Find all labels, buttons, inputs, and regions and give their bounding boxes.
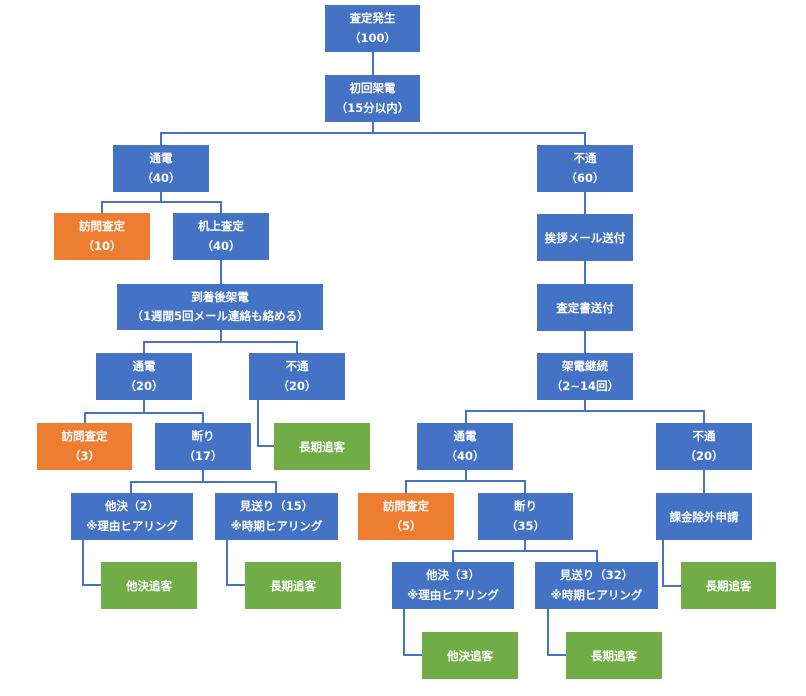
- node-visit-appraisal: 訪問査定 （10）: [54, 213, 150, 260]
- node-declined-r: 断り （35）: [478, 493, 573, 540]
- node-title: 長期追客: [705, 578, 752, 593]
- node-connected-r: 通電 （40）: [417, 423, 513, 470]
- connector: [257, 400, 274, 447]
- node-connected: 通電 （40）: [113, 145, 209, 192]
- connector: [465, 410, 705, 423]
- connector: [130, 481, 277, 493]
- node-title: 査定書送付: [556, 300, 614, 315]
- node-first-call: 初回架電 （15分以内）: [325, 75, 420, 122]
- connector: [82, 540, 101, 586]
- node-competitor: 他決（2） ※理由ヒアリング: [71, 493, 193, 540]
- node-title: 不通: [285, 359, 309, 373]
- node-not-connected: 不通 （60）: [537, 145, 633, 192]
- connector: [547, 609, 566, 656]
- node-count: （17）: [183, 449, 223, 463]
- node-title: 訪問査定: [61, 429, 108, 443]
- node-note: （1週間5回メール連絡も絡める）: [131, 309, 309, 324]
- node-visit-appraisal-r: 訪問査定 （5）: [358, 493, 454, 540]
- connector: [160, 132, 586, 145]
- node-postponed-followup: 長期追客: [245, 562, 341, 609]
- node-long-term-followup-r: 長期追客: [681, 562, 776, 609]
- node-title: 長期追客: [299, 439, 345, 454]
- node-title: 訪問査定: [79, 219, 125, 233]
- node-count: （20）: [124, 379, 164, 393]
- node-title: 初回架電: [349, 81, 396, 95]
- node-title: 訪問査定: [383, 499, 429, 513]
- node-title: 通電: [132, 359, 156, 373]
- node-title: 不通: [573, 151, 597, 165]
- node-desk-appraisal: 机上査定 （40）: [173, 213, 269, 260]
- node-count: （40）: [201, 239, 241, 253]
- node-note: ※時期ヒアリング: [550, 588, 643, 602]
- node-visit-appraisal-2: 訪問査定 （3）: [37, 423, 132, 470]
- node-title: 到着後架電: [191, 289, 249, 304]
- node-title: 見送り（32）: [559, 568, 634, 582]
- node-postponed-followup-r: 長期追客: [566, 632, 662, 679]
- node-note: ※理由ヒアリング: [407, 588, 499, 602]
- node-competitor-r: 他決（3） ※理由ヒアリング: [392, 562, 514, 609]
- node-count: （60）: [565, 171, 605, 185]
- connector: [405, 480, 526, 493]
- node-continued-calls: 架電継続 （2~14回）: [537, 353, 633, 400]
- node-title: 机上査定: [198, 219, 244, 233]
- node-note: ※理由ヒアリング: [86, 519, 178, 533]
- node-postponed-r: 見送り（32） ※時期ヒアリング: [535, 562, 658, 609]
- node-title: 他決追客: [447, 648, 493, 663]
- node-title: 他決追客: [126, 578, 172, 593]
- node-title: 他決（3）: [425, 568, 480, 582]
- node-title: 断り: [514, 499, 537, 513]
- connector: [143, 341, 298, 353]
- node-count: （20）: [684, 449, 724, 463]
- node-note: （15分以内）: [335, 101, 410, 115]
- node-greeting-mail: 挨拶メール送付: [537, 214, 633, 261]
- node-competitor-followup-r: 他決追客: [422, 632, 518, 679]
- node-count: （40）: [141, 171, 181, 185]
- node-title: 長期追客: [270, 578, 316, 593]
- connector: [403, 609, 422, 656]
- node-count: （5）: [390, 519, 422, 533]
- node-note: （2~14回）: [550, 379, 620, 393]
- node-title: 挨拶メール送付: [544, 230, 626, 245]
- node-competitor-followup: 他決追客: [101, 562, 197, 609]
- connector: [452, 550, 598, 562]
- node-title: 通電: [149, 151, 173, 165]
- node-postponed: 見送り（15） ※時期ヒアリング: [215, 493, 338, 540]
- connector: [84, 412, 204, 423]
- connector: [662, 540, 681, 587]
- node-title: 架電継続: [562, 359, 608, 373]
- node-count: （3）: [68, 449, 100, 463]
- connector: [226, 540, 245, 586]
- node-title: 長期追客: [591, 648, 637, 663]
- node-connected-2: 通電 （20）: [96, 353, 192, 400]
- node-title: 断り: [191, 429, 215, 443]
- connector: [101, 201, 222, 213]
- node-title: 見送り（15）: [239, 499, 314, 513]
- node-title: 通電: [453, 429, 477, 443]
- node-appraisal-doc: 査定書送付: [537, 284, 633, 331]
- node-billing-exclusion: 課金除外申請: [656, 493, 752, 540]
- node-note: ※時期ヒアリング: [230, 519, 323, 533]
- node-post-arrival-call: 到着後架電 （1週間5回メール連絡も絡める）: [117, 284, 323, 330]
- node-not-connected-r: 不通 （20）: [656, 423, 752, 470]
- node-not-connected-2: 不通 （20）: [249, 353, 345, 400]
- node-count: （10）: [82, 239, 122, 253]
- node-count: （100）: [348, 31, 396, 45]
- node-declined: 断り （17）: [155, 423, 251, 470]
- node-title: 課金除外申請: [669, 509, 739, 524]
- node-title: 不通: [692, 429, 716, 443]
- node-title: 査定発生: [349, 11, 396, 25]
- node-long-term-followup: 長期追客: [274, 423, 370, 470]
- node-appraisal-occurred: 査定発生 （100）: [325, 5, 420, 52]
- node-title: 他決（2）: [104, 499, 159, 513]
- node-count: （35）: [505, 519, 545, 533]
- node-count: （20）: [277, 379, 317, 393]
- node-count: （40）: [445, 449, 485, 463]
